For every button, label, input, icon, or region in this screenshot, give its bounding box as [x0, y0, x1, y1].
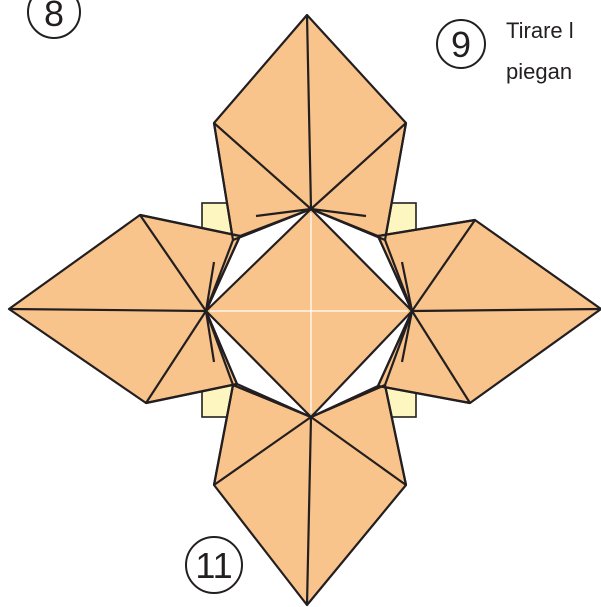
- step-11-number: 11: [195, 545, 232, 586]
- step-8-marker: 8: [28, 0, 80, 38]
- step-11-marker: 11: [186, 537, 242, 593]
- step-9-number: 9: [451, 24, 471, 65]
- step-8-number: 8: [44, 0, 64, 34]
- step-9-marker: 9: [437, 20, 485, 68]
- instruction-line-2: piegan: [506, 59, 572, 84]
- instruction-line-1: Tirare l: [506, 18, 574, 43]
